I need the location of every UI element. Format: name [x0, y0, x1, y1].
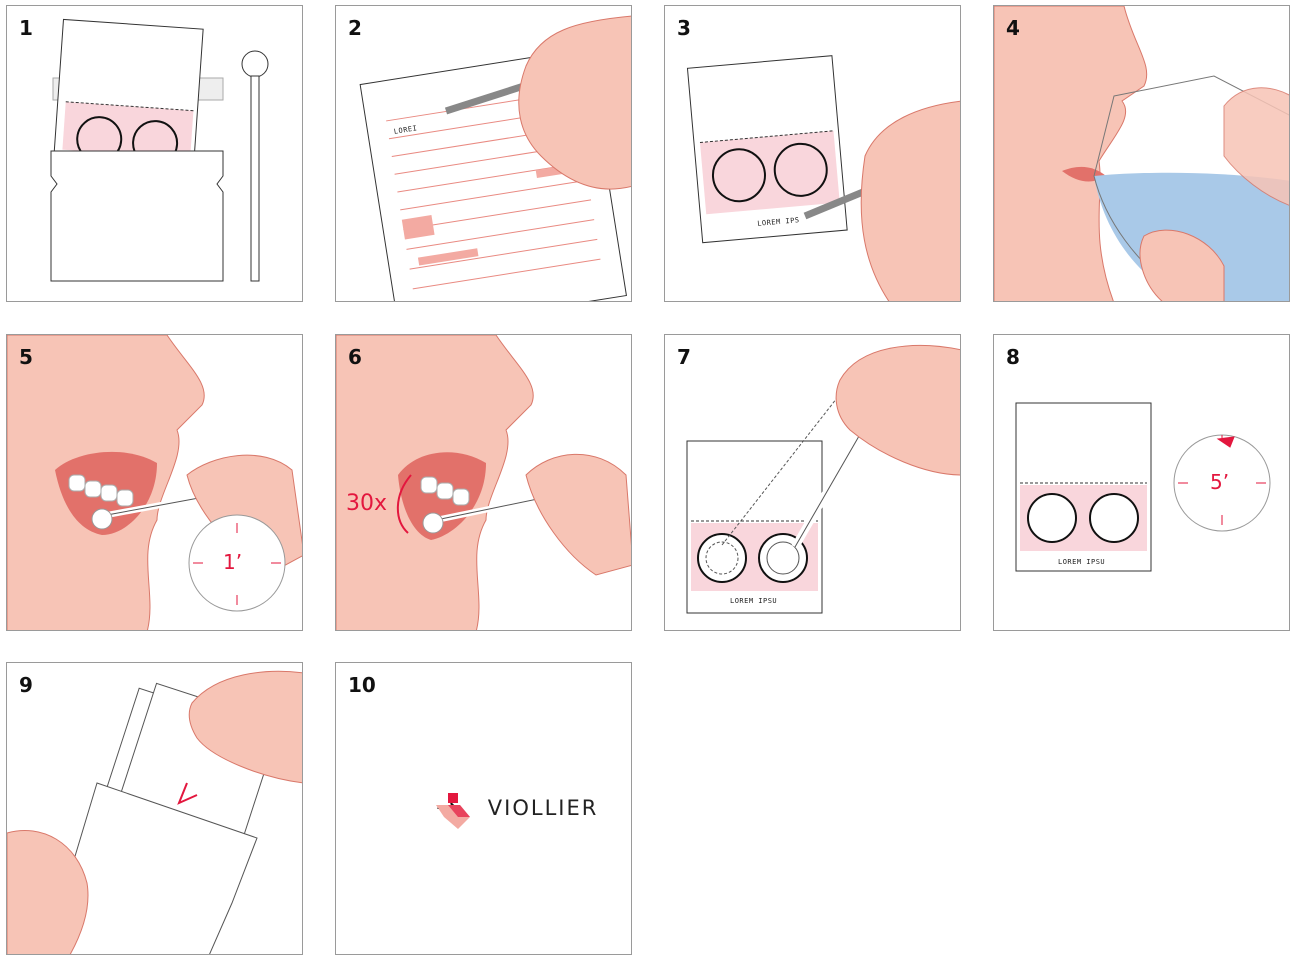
step-4-panel: 4 — [993, 5, 1290, 302]
timer-text: 1’ — [223, 550, 242, 574]
step-number: 7 — [677, 345, 691, 369]
cheek-swab-illustration — [336, 335, 632, 631]
insert-into-envelope-illustration — [7, 663, 303, 955]
mouth-rinse-illustration — [994, 6, 1290, 302]
step-number: 3 — [677, 16, 691, 40]
label-writing-illustration: LOREM IPS — [665, 6, 961, 302]
swab-in-mouth-illustration: 1’ — [7, 335, 303, 631]
step-number: 5 — [19, 345, 33, 369]
sample-label: LOREM IPSU — [1058, 558, 1105, 566]
step-number: 10 — [348, 673, 376, 697]
repeat-count: 30x — [346, 491, 387, 516]
step-1-panel: 1 — [6, 5, 303, 302]
sample-label: LOREM IPSU — [730, 597, 777, 605]
step-number: 2 — [348, 16, 362, 40]
step-2-panel: 2 LOREI — [335, 5, 632, 302]
step-8-panel: 8 LOREM IPSU 5’ — [993, 334, 1290, 631]
timer-text: 5’ — [1210, 470, 1229, 494]
step-6-panel: 6 30x — [335, 334, 632, 631]
step-9-panel: 9 — [6, 662, 303, 955]
swab-press-illustration: LOREM IPSU — [665, 335, 961, 631]
step-5-panel: 5 1’ — [6, 334, 303, 631]
brand-name: VIOLLIER — [488, 796, 599, 820]
drying-timer-illustration: LOREM IPSU 5’ — [994, 335, 1290, 631]
step-number: 9 — [19, 673, 33, 697]
step-number: 1 — [19, 16, 33, 40]
form-filling-illustration: LOREI — [336, 6, 632, 302]
viollier-logo-icon — [436, 793, 474, 829]
send-to-lab: → VIOLLIER — [436, 793, 598, 823]
step-3-panel: 3 LOREM IPS — [664, 5, 961, 302]
step-10-panel: 10 → VIOLLIER — [335, 662, 632, 955]
step-number: 4 — [1006, 16, 1020, 40]
envelope-and-swab-illustration — [7, 6, 303, 302]
step-7-panel: 7 LOREM IPSU — [664, 334, 961, 631]
step-number: 8 — [1006, 345, 1020, 369]
step-number: 6 — [348, 345, 362, 369]
